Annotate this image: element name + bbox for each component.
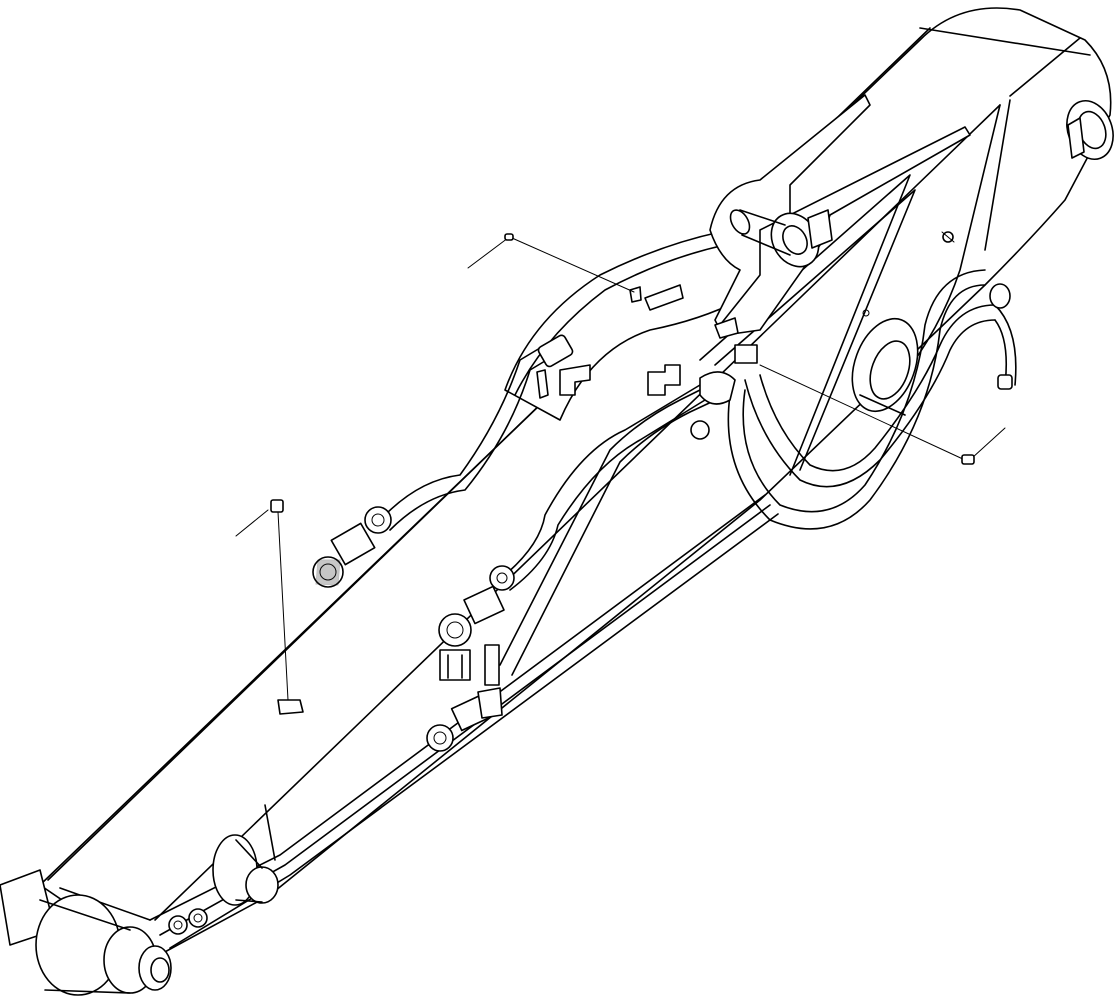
boom-foot-pin bbox=[0, 869, 172, 996]
fittings-cluster-left bbox=[312, 506, 392, 588]
hydraulic-hoses bbox=[384, 269, 1017, 676]
fittings-cluster-upper bbox=[536, 334, 591, 399]
boom-cylinder-lug bbox=[168, 804, 279, 935]
side-pin-boss bbox=[851, 317, 919, 416]
leader-lines bbox=[235, 233, 1006, 701]
fittings-cluster-middle bbox=[647, 344, 758, 440]
boom-body bbox=[39, 7, 1112, 961]
fittings-cluster-lower bbox=[426, 565, 515, 752]
boom-head-pin bbox=[1066, 100, 1114, 160]
small-parts bbox=[277, 231, 955, 715]
